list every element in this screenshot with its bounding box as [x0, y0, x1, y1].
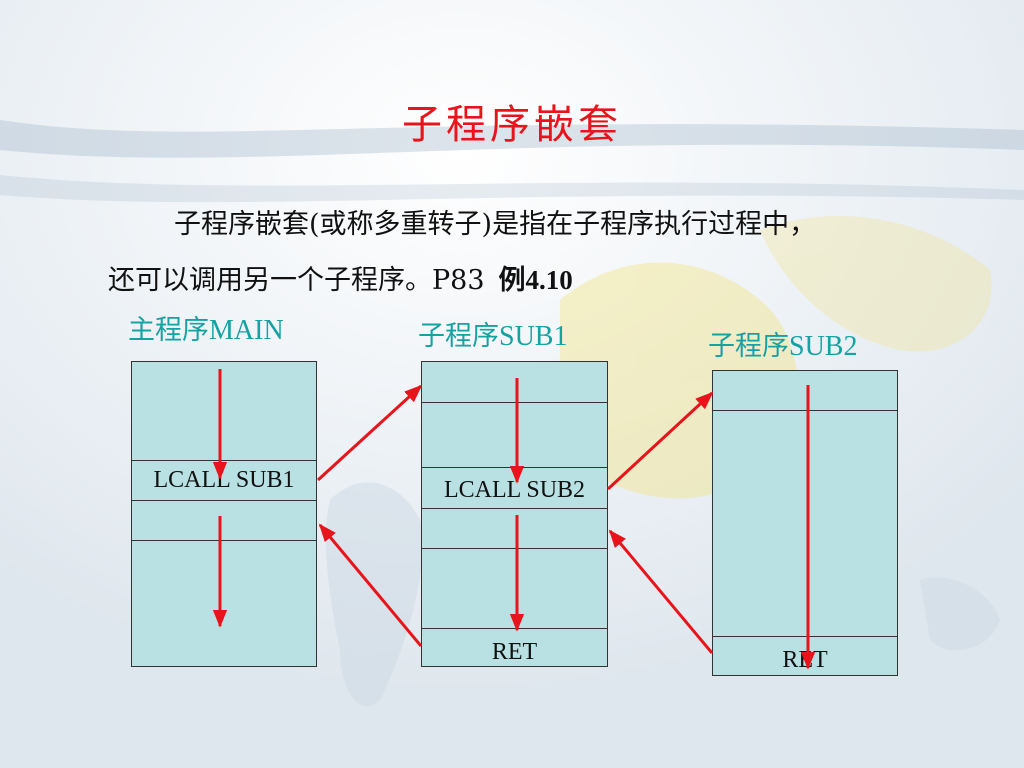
sub2-cell-body — [713, 410, 897, 637]
sub2-label-en: SUB2 — [789, 331, 858, 362]
paragraph-line-1: 子程序嵌套(或称多重转子)是指在子程序执行过程中， — [174, 209, 817, 240]
slide-title: 子程序嵌套 — [402, 102, 622, 148]
main-label: 主程序MAIN — [128, 308, 284, 347]
sub1-label-en: SUB1 — [499, 321, 568, 352]
sub1-cell-body — [422, 402, 607, 468]
sub1-cell-body-2 — [422, 548, 607, 629]
paragraph-line-2-text: 还可以调用另一个子程序。P83 — [108, 265, 485, 296]
sub2-label: 子程序SUB2 — [708, 324, 857, 363]
sub1-ret-cell: RET — [422, 628, 607, 667]
paragraph-line-2: 还可以调用另一个子程序。P83 例4.10 — [108, 258, 988, 297]
example-reference: 例4.10 — [498, 265, 573, 295]
sub2-program-box: RET — [712, 370, 898, 676]
sub2-label-cn: 子程序 — [708, 331, 789, 362]
sub2-ret-cell: RET — [713, 636, 897, 676]
sub1-label: 子程序SUB1 — [418, 314, 567, 353]
sub1-cell-entry — [422, 362, 607, 402]
main-cell-top — [132, 362, 316, 460]
sub1-cell-after-call — [422, 508, 607, 549]
main-cell-after-call — [132, 500, 316, 541]
main-program-box: LCALL SUB1 — [131, 361, 317, 667]
sub2-cell-entry — [713, 371, 897, 410]
main-label-cn: 主程序 — [128, 315, 209, 346]
sub1-program-box: LCALL SUB2 RET — [421, 361, 608, 667]
sub1-label-cn: 子程序 — [418, 321, 499, 352]
main-label-en: MAIN — [209, 315, 284, 346]
sub1-call-cell: LCALL SUB2 — [422, 467, 607, 509]
main-cell-bottom — [132, 540, 316, 667]
main-call-cell: LCALL SUB1 — [132, 460, 316, 501]
